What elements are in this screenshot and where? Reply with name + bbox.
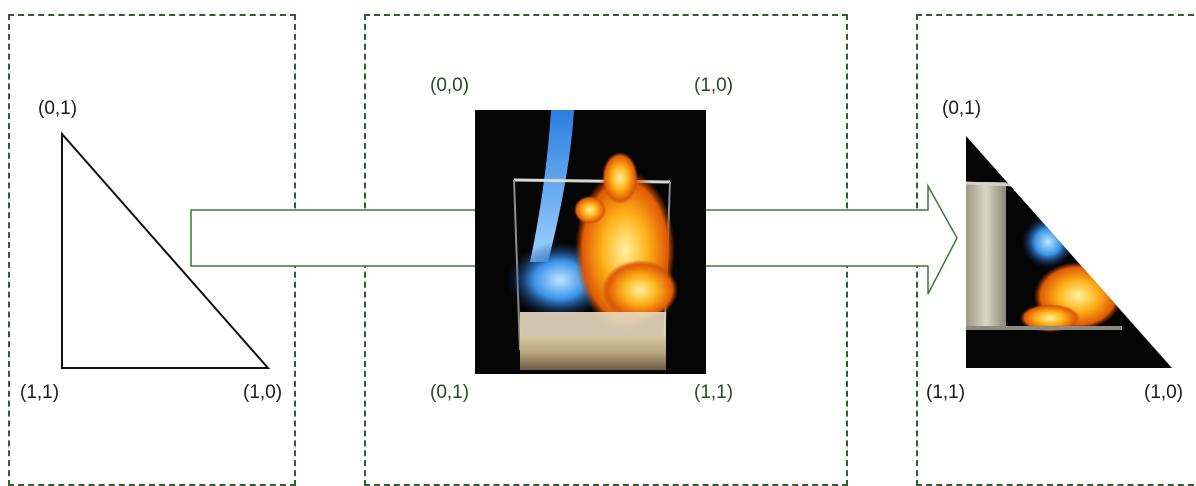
texture-image <box>475 110 706 374</box>
label-right-bottom-right: (1,0) <box>1144 382 1184 403</box>
label-middle-bottom-left: (0,1) <box>430 382 470 403</box>
label-middle-bottom-right: (1,1) <box>694 382 734 403</box>
label-left-bottom-left: (1,1) <box>20 382 60 403</box>
textured-triangle <box>966 136 1172 368</box>
label-left-bottom-right: (1,0) <box>243 382 283 403</box>
label-right-top: (0,1) <box>942 98 982 119</box>
label-middle-top-right: (1,0) <box>694 75 734 96</box>
label-left-top: (0,1) <box>38 98 78 119</box>
label-right-bottom-left: (1,1) <box>926 382 966 403</box>
triangle-outline <box>61 131 271 369</box>
label-middle-top-left: (0,0) <box>430 75 470 96</box>
